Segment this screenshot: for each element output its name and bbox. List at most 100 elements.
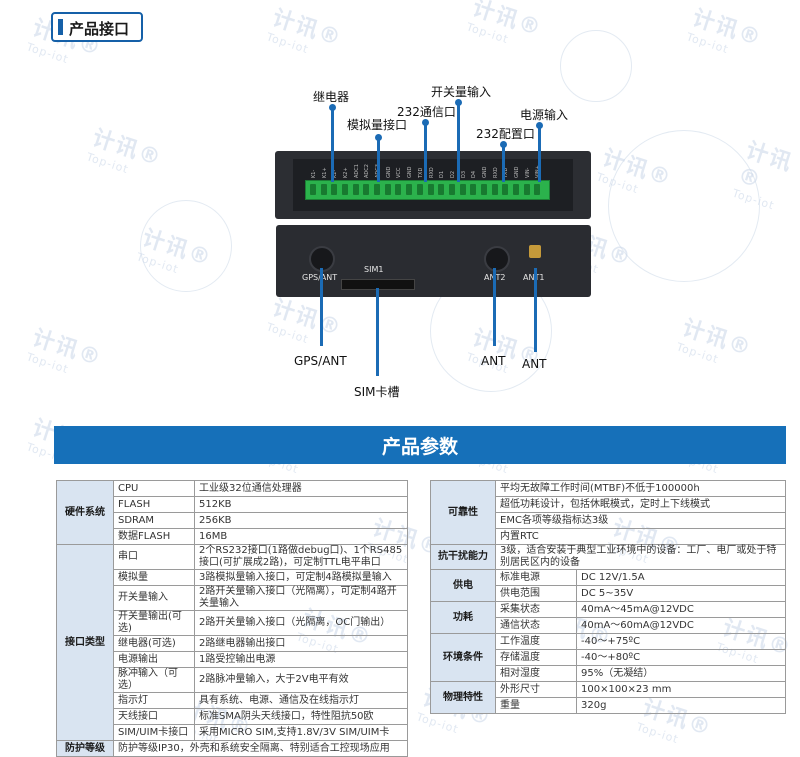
- terminal-pin: [491, 184, 498, 195]
- field-cell: 指示灯: [113, 692, 195, 709]
- value-cell: 3路模拟量输入接口，可定制4路模拟量输入: [194, 569, 408, 586]
- terminal-block: [305, 180, 550, 200]
- pin-label: D3: [460, 170, 467, 178]
- leader-rs232: [424, 121, 427, 182]
- pin-label: K1-: [311, 169, 317, 178]
- value-cell: DC 12V/1.5A: [576, 569, 786, 586]
- watermark: 计讯®Top-iot: [674, 315, 756, 367]
- field-cell: 标准电源: [495, 569, 577, 586]
- table-row: 开关量输出(可选)2路开关量输入接口（光隔离，OC门输出）: [57, 610, 408, 636]
- terminal-pin: [395, 184, 402, 195]
- field-cell: 供电范围: [495, 585, 577, 602]
- field-cell: 工作温度: [495, 633, 577, 650]
- table-row: 环境条件工作温度-40～+75ºC: [430, 633, 786, 682]
- pin-label: VCC: [396, 167, 403, 178]
- pin-label: GND: [513, 166, 520, 178]
- section-title: 产品接口: [69, 20, 130, 38]
- category-cell: 功耗: [430, 601, 496, 634]
- label-config232: 232配置口: [476, 127, 535, 141]
- field-cell: 串口: [113, 544, 195, 570]
- category-cell: 接口类型: [56, 544, 114, 741]
- leader-dot: [455, 99, 462, 106]
- terminal-pin: [470, 184, 477, 195]
- leader-dot: [500, 141, 507, 148]
- table-row: 天线接口标准SMA阴头天线接口，特性阻抗50欧: [57, 708, 408, 725]
- pin-label: D4: [471, 170, 478, 178]
- value-cell: 1路受控输出电源: [194, 651, 408, 668]
- value-cell: 100×100×23 mm: [576, 681, 786, 698]
- pin-label: GND: [407, 166, 414, 178]
- leader-ant2: [493, 268, 496, 346]
- terminal-pin: [427, 184, 434, 195]
- value-cell: 2路脉冲量输入，大于2V电平有效: [194, 667, 408, 693]
- terminal-pin: [352, 184, 359, 195]
- table-row: 脉冲输入（可选）2路脉冲量输入，大于2V电平有效: [57, 667, 408, 693]
- terminal-pin: [534, 184, 541, 195]
- gps-port-label: GPS/ANT: [302, 273, 337, 282]
- table-row: 继电器(可选)2路继电器输出接口: [57, 635, 408, 652]
- terminal-pin: [459, 184, 466, 195]
- antenna-connector: [529, 245, 541, 258]
- terminal-pin: [406, 184, 413, 195]
- value-cell: 3级，适合安装于典型工业环境中的设备：工厂、电厂或处于特别居民区内的设备: [495, 544, 786, 570]
- section-header: 产品接口: [51, 12, 143, 42]
- field-cell: 开关量输出(可选): [113, 610, 195, 636]
- field-cell: CPU: [113, 480, 195, 497]
- field-cell: 继电器(可选): [113, 635, 195, 652]
- params-band: 产品参数: [54, 426, 786, 464]
- pin-label: K2+: [343, 167, 350, 178]
- pin-label: GND: [481, 166, 488, 178]
- pin-label: ADC1: [353, 164, 360, 178]
- pin-label: GND: [385, 166, 392, 178]
- pin-label: TXD: [417, 167, 424, 178]
- leader-sim: [376, 288, 379, 376]
- bg-circle: [608, 130, 760, 282]
- terminal-pin: [438, 184, 445, 195]
- field-cell: 存储温度: [495, 649, 577, 666]
- label-switch-input: 开关量输入: [431, 85, 492, 99]
- value-cell: 超低功耗设计，包括休眠模式，定时上下线模式: [495, 496, 786, 513]
- watermark: 计讯®Top-iot: [24, 325, 106, 377]
- watermark: 计讯®Top-iot: [264, 295, 346, 347]
- field-cell: SDRAM: [113, 512, 195, 529]
- terminal-pin: [374, 184, 381, 195]
- category-cell: 物理特性: [430, 681, 496, 714]
- terminal-pin: [384, 184, 391, 195]
- value-cell: 95%（无凝结）: [576, 665, 786, 682]
- leader-dot: [536, 122, 543, 129]
- label-rs232: 232通信口: [397, 105, 456, 119]
- value-cell: 标准SMA阴头天线接口，特性阻抗50欧: [194, 708, 408, 725]
- value-cell: 工业级32位通信处理器: [194, 480, 408, 497]
- terminal-pin: [448, 184, 455, 195]
- value-cell: DC 5~35V: [576, 585, 786, 602]
- pin-label: ADC2: [364, 164, 371, 178]
- leader-ant1: [534, 268, 537, 352]
- watermark: 计讯®Top-iot: [464, 0, 546, 47]
- terminal-pin: [502, 184, 509, 195]
- leader-dot: [329, 104, 336, 111]
- sim-port-label: SIM1: [364, 265, 384, 274]
- terminal-pin: [512, 184, 519, 195]
- value-cell: 具有系统、电源、通信及在线指示灯: [194, 692, 408, 709]
- watermark: 计讯®Top-iot: [684, 5, 766, 57]
- leader-switch-input: [457, 101, 460, 182]
- field-cell: 相对湿度: [495, 665, 577, 682]
- params-title: 产品参数: [381, 436, 458, 458]
- leader-dot: [375, 134, 382, 141]
- value-cell: 40mA～45mA@12VDC: [576, 601, 786, 618]
- bg-circle: [140, 200, 232, 292]
- table-row: 可靠性平均无故障工作时间(MTBF)不低于100000h: [430, 480, 786, 545]
- label-relay: 继电器: [313, 90, 350, 104]
- category-cell: 抗干扰能力: [430, 544, 496, 570]
- field-cell: 脉冲输入（可选）: [113, 667, 195, 693]
